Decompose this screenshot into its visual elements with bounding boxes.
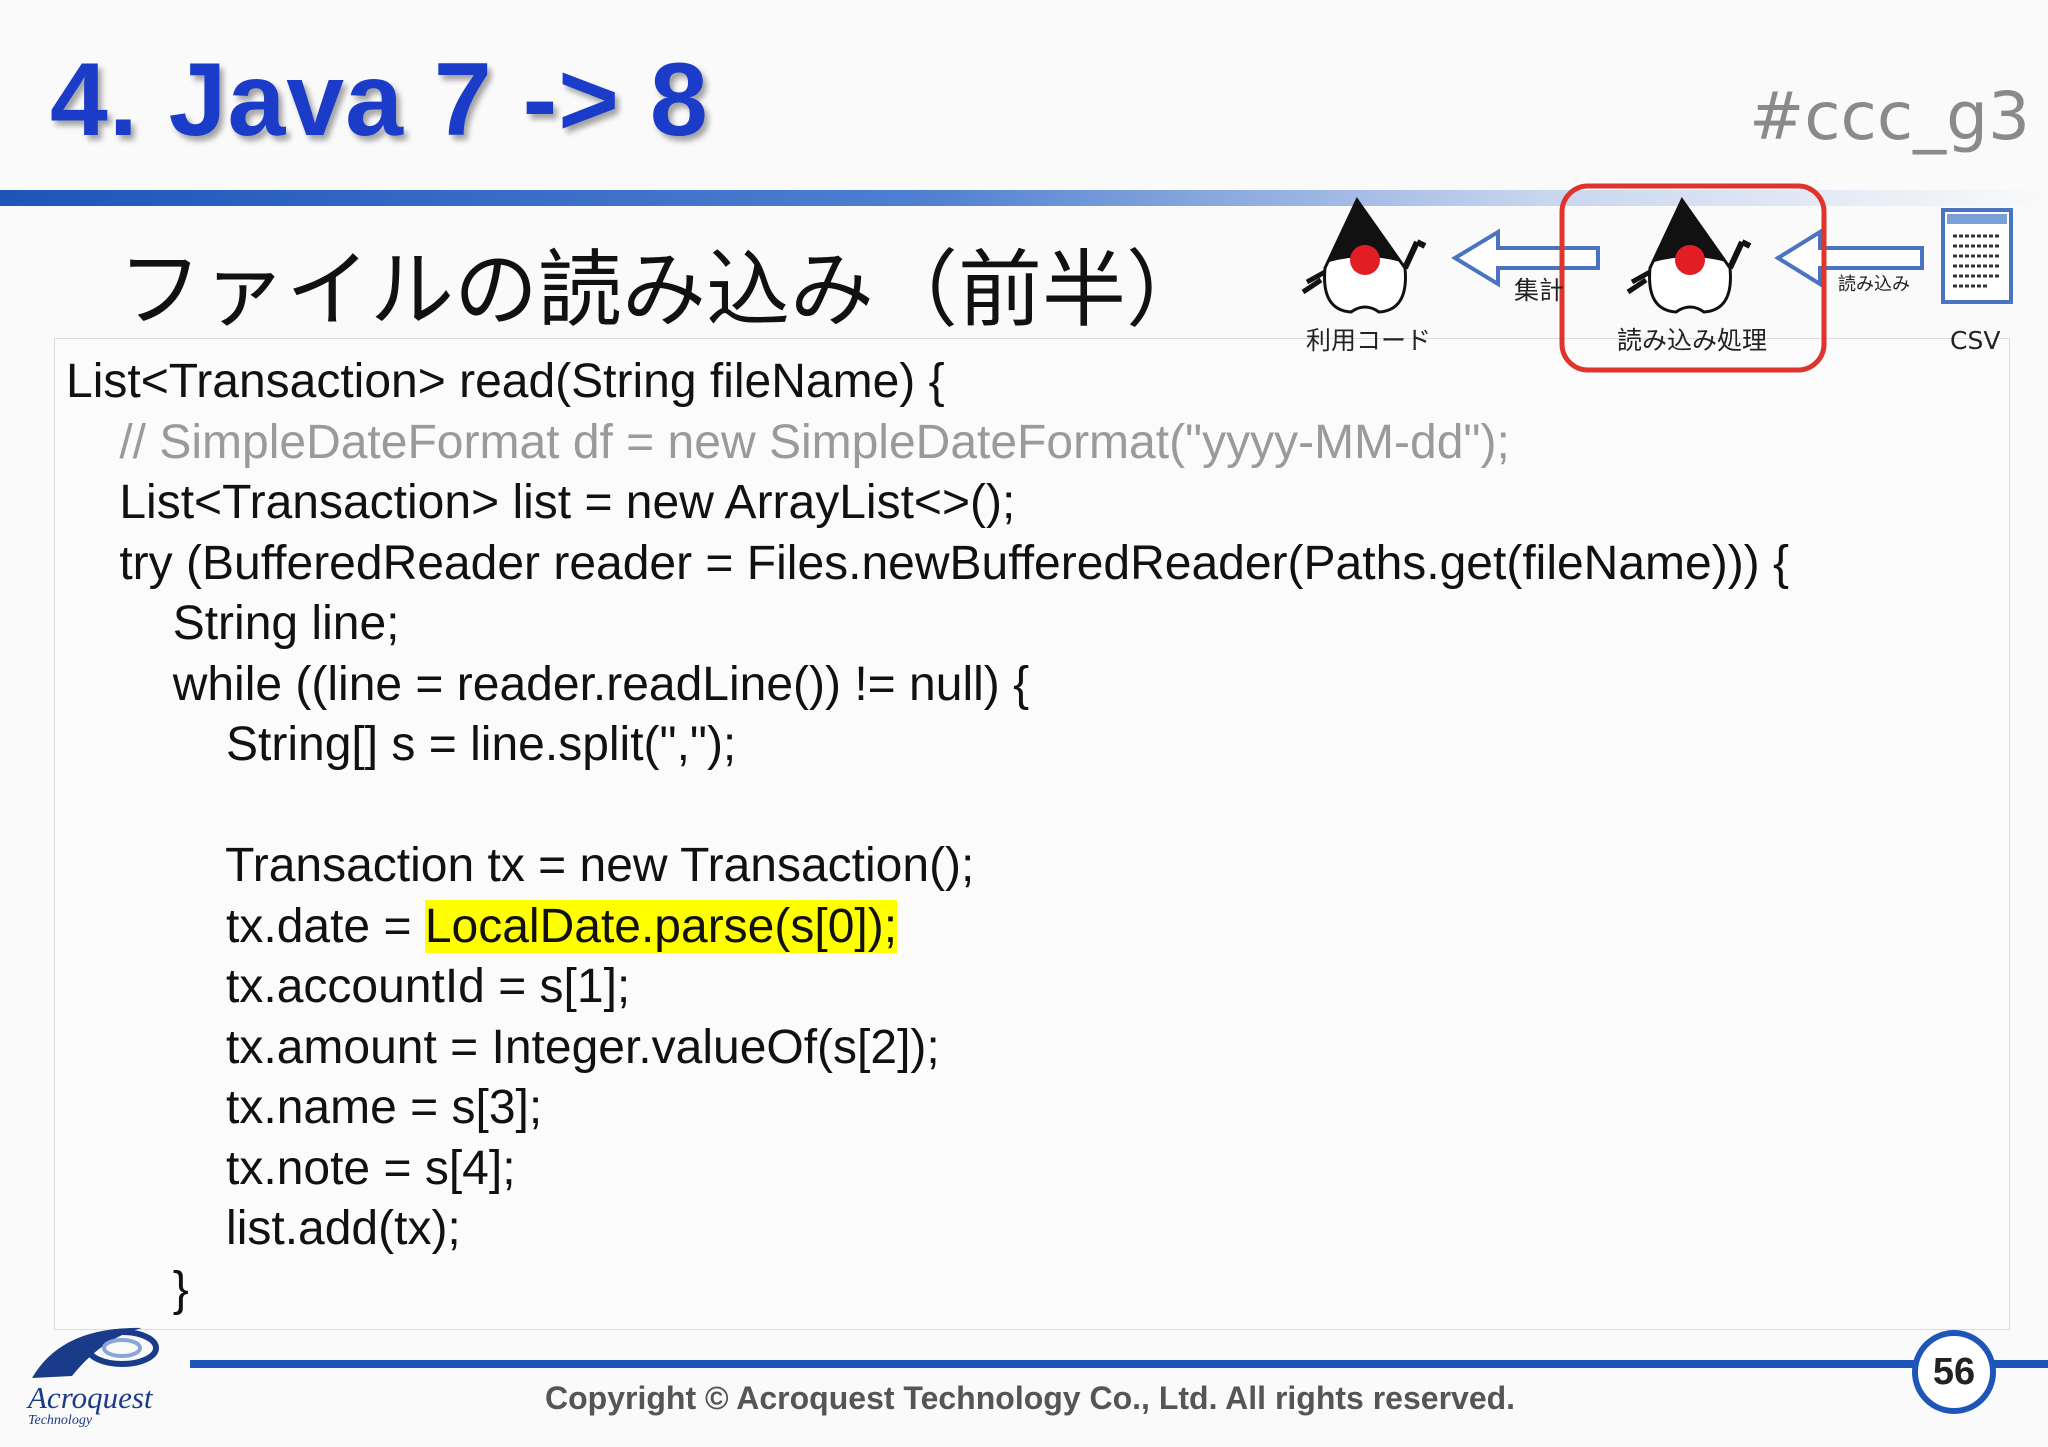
- node-label-reader: 読み込み処理: [1617, 326, 1768, 355]
- duke-mascot-center-icon: [1626, 197, 1752, 314]
- code-line-3: List<Transaction> list = new ArrayList<>…: [66, 476, 1016, 529]
- arrow-left-icon: [1451, 228, 1600, 288]
- code-line-6: while ((line = reader.readLine()) != nul…: [66, 657, 1030, 711]
- duke-mascot-left-icon: [1301, 197, 1427, 314]
- code-box: [54, 338, 2010, 1330]
- highlighted-expression: LocalDate.parse(s[0]);: [424, 899, 898, 953]
- code-line-11: tx.accountId = s[1];: [66, 960, 631, 1013]
- node-label-user-code: 利用コード: [1306, 326, 1432, 355]
- arrow-left-label: 集計: [1514, 276, 1565, 305]
- slide-subtitle: ファイルの読み込み（前半）: [118, 241, 1211, 339]
- code-line-4: try (BufferedReader reader = Files.newBu…: [66, 536, 1790, 590]
- acroquest-logo-icon: [32, 1327, 159, 1378]
- code-line-7: String[] s = line.split(",");: [66, 718, 737, 771]
- code-line-5: String line;: [66, 597, 400, 650]
- copyright-text: Copyright © Acroquest Technology Co., Lt…: [545, 1380, 1516, 1416]
- node-label-csv: CSV: [1950, 326, 2001, 355]
- code-block: List<Transaction> read(String fileName) …: [66, 352, 1789, 1320]
- diagram-graphics: [1301, 183, 2013, 373]
- footer-line: [190, 1360, 1930, 1368]
- arrow-right-icon: [1774, 228, 1924, 288]
- arrow-right-label: 読み込み: [1838, 274, 1910, 295]
- title-underline-bar: [0, 190, 2048, 206]
- slide-title: 4. Java 7 -> 8: [50, 42, 709, 158]
- code-line-10: tx.date = LocalDate.parse(s[0]);: [66, 897, 1789, 958]
- logo-sub: Technology: [28, 1413, 93, 1428]
- logo-name: Acroquest: [28, 1380, 153, 1415]
- code-line-15: list.add(tx);: [66, 1202, 461, 1255]
- highlight-box: [1559, 183, 1827, 373]
- csv-document-icon: [1941, 208, 2013, 304]
- page-number: 56: [1912, 1330, 1996, 1414]
- code-line-10-prefix: tx.date =: [66, 899, 425, 953]
- code-line-1: List<Transaction> read(String fileName) …: [66, 355, 945, 408]
- code-line-16: }: [66, 1262, 189, 1316]
- code-line-9: Transaction tx = new Transaction();: [66, 839, 975, 892]
- code-line-8: [66, 776, 1789, 837]
- hashtag: #ccc_g3: [1748, 78, 2030, 155]
- code-line-12: tx.amount = Integer.valueOf(s[2]);: [66, 1020, 940, 1074]
- code-comment-line: // SimpleDateFormat df = new SimpleDateF…: [66, 415, 1510, 469]
- footer-line-right: [1990, 1360, 2048, 1368]
- code-line-14: tx.note = s[4];: [66, 1141, 516, 1195]
- code-line-13: tx.name = s[3];: [66, 1081, 543, 1134]
